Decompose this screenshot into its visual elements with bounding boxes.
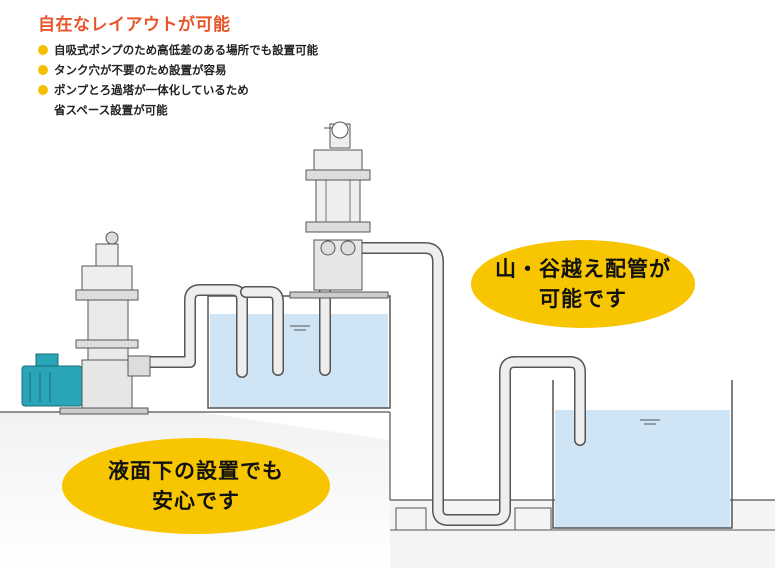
- bullet-dot-icon: [38, 45, 48, 55]
- callout-left-line2: 安心です: [152, 489, 240, 513]
- feature-list: 自吸式ポンプのため高低差のある場所でも設置可能 タンク穴が不要のため設置が容易 …: [38, 40, 318, 120]
- callout-right-line2: 可能です: [539, 287, 627, 311]
- callout-right-line1: 山・谷越え配管が: [495, 257, 671, 281]
- feature-item: タンク穴が不要のため設置が容易: [38, 60, 318, 80]
- bullet-dot-icon: [38, 65, 48, 75]
- callout-right-text: 山・谷越え配管が 可能です: [480, 254, 686, 314]
- callout-left-line1: 液面下の設置でも: [108, 459, 284, 483]
- page-title: 自在なレイアウトが可能: [38, 15, 231, 35]
- callout-left-text: 液面下の設置でも 安心です: [70, 456, 322, 516]
- feature-text-continuation: 省スペース設置が可能: [54, 103, 168, 117]
- feature-item: ポンプとろ過塔が一体化しているため: [38, 80, 318, 100]
- feature-text: 自吸式ポンプのため高低差のある場所でも設置可能: [54, 43, 319, 57]
- callout-right-bubble: [471, 240, 695, 328]
- upper-tank: [207, 295, 391, 409]
- feature-text: ポンプとろ過塔が一体化しているため: [54, 83, 249, 97]
- bullet-dot-icon: [38, 85, 48, 95]
- right-pump: [289, 121, 389, 299]
- left-pump: [21, 231, 151, 415]
- feature-item: 自吸式ポンプのため高低差のある場所でも設置可能: [38, 40, 318, 60]
- callout-left-bubble: [62, 438, 330, 534]
- feature-text: タンク穴が不要のため設置が容易: [54, 63, 227, 77]
